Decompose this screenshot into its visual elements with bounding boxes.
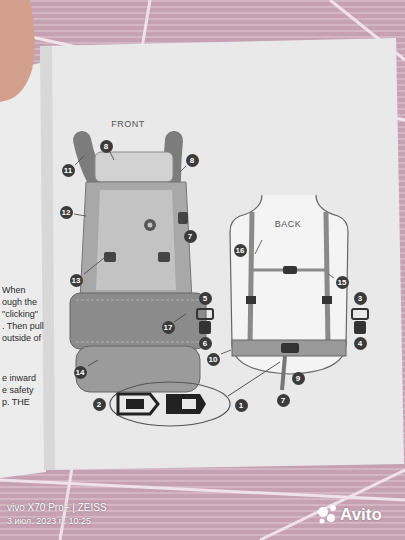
avito-logo: [330, 505, 336, 511]
avito-logo: [318, 507, 328, 517]
callout-number: 17: [162, 321, 175, 334]
avito-logo: [327, 514, 335, 522]
leader-line: [110, 152, 114, 160]
buckle-detail: [199, 321, 211, 334]
body-text: . Then pull: [2, 321, 44, 332]
body-text: e inward: [2, 373, 36, 384]
brand-watermark: Avito: [340, 505, 382, 525]
buckle-detail: [197, 309, 213, 319]
callout-number: 1: [235, 399, 248, 412]
buckle-detail: [354, 321, 366, 334]
view-heading: FRONT: [111, 119, 145, 130]
back-view: [230, 195, 348, 374]
buckle-detail: [182, 399, 196, 409]
back-view: [281, 343, 299, 353]
date-stamp: 3 июл. 2023 г., 10:25: [7, 516, 91, 527]
front-carrier: [70, 140, 206, 392]
front-carrier: [80, 182, 192, 300]
back-view: [230, 195, 348, 390]
leader-line: [180, 166, 186, 172]
body-text: outside of: [2, 333, 41, 344]
leader-line: [255, 240, 262, 254]
back-view: [246, 296, 256, 304]
finger: [0, 0, 35, 102]
body-text: "clicking": [2, 309, 38, 320]
callout-number: 5: [199, 292, 212, 305]
front-carrier: [148, 223, 153, 228]
leader-line: [74, 214, 86, 216]
fabric-background: [0, 480, 405, 500]
buckle-detail: [110, 382, 230, 426]
callout-number: 13: [70, 274, 83, 287]
front-carrier: [104, 252, 116, 262]
buckle-detail: [166, 394, 206, 414]
leader-line: [84, 258, 104, 274]
leader-line: [88, 360, 98, 366]
booklet-page: [40, 46, 55, 470]
buckle-detail: [352, 309, 368, 319]
avito-logo: [320, 519, 325, 524]
back-view: [250, 212, 252, 345]
front-carrier: [95, 152, 173, 182]
camera-watermark: vivo X70 Pro+ | ZEISS: [7, 502, 107, 514]
front-carrier: [70, 293, 206, 349]
front-carrier: [82, 140, 96, 180]
front-carrier: [144, 219, 156, 231]
callout-number: 6: [199, 337, 212, 350]
buckle-detail: [118, 394, 158, 414]
leader-line: [74, 152, 334, 366]
callout-number: 12: [60, 206, 73, 219]
back-view: [322, 296, 332, 304]
booklet-page: [40, 38, 404, 470]
buckle-detail: [126, 399, 144, 409]
callout-number: 14: [74, 366, 87, 379]
callout-number: 7: [184, 230, 197, 243]
front-carrier: [178, 212, 188, 224]
leader-line: [221, 350, 231, 354]
back-view: [282, 356, 285, 390]
leader-line: [174, 314, 186, 322]
callout-number: 10: [207, 353, 220, 366]
callout-number: 16: [234, 244, 247, 257]
callout-number: 9: [292, 372, 305, 385]
body-text: When: [2, 285, 26, 296]
body-text: ough the: [2, 297, 37, 308]
booklet-page: [0, 38, 404, 478]
back-view: [283, 266, 297, 274]
front-carrier: [96, 190, 176, 290]
finger: [0, 0, 35, 102]
leader-line: [75, 156, 84, 165]
leader-line: [328, 274, 334, 278]
avito-logo: [318, 505, 336, 524]
back-view: [232, 340, 346, 356]
view-heading: BACK: [275, 219, 302, 230]
callout-number: 8: [100, 140, 113, 153]
buckle-detail: [228, 362, 280, 396]
buckle-detail: [110, 309, 368, 426]
callout-number: 15: [336, 276, 349, 289]
callout-number: 3: [354, 292, 367, 305]
front-carrier: [76, 300, 200, 342]
body-text: p. THE: [2, 397, 30, 408]
callout-number: 8: [186, 154, 199, 167]
callout-number: 7: [277, 394, 290, 407]
back-view: [326, 212, 328, 345]
callout-number: 4: [354, 337, 367, 350]
front-carrier: [158, 252, 170, 262]
callout-number: 2: [93, 398, 106, 411]
booklet-page: [0, 62, 46, 478]
body-text: e safety: [2, 385, 34, 396]
callout-number: 11: [62, 164, 75, 177]
fabric-background: [260, 470, 405, 540]
